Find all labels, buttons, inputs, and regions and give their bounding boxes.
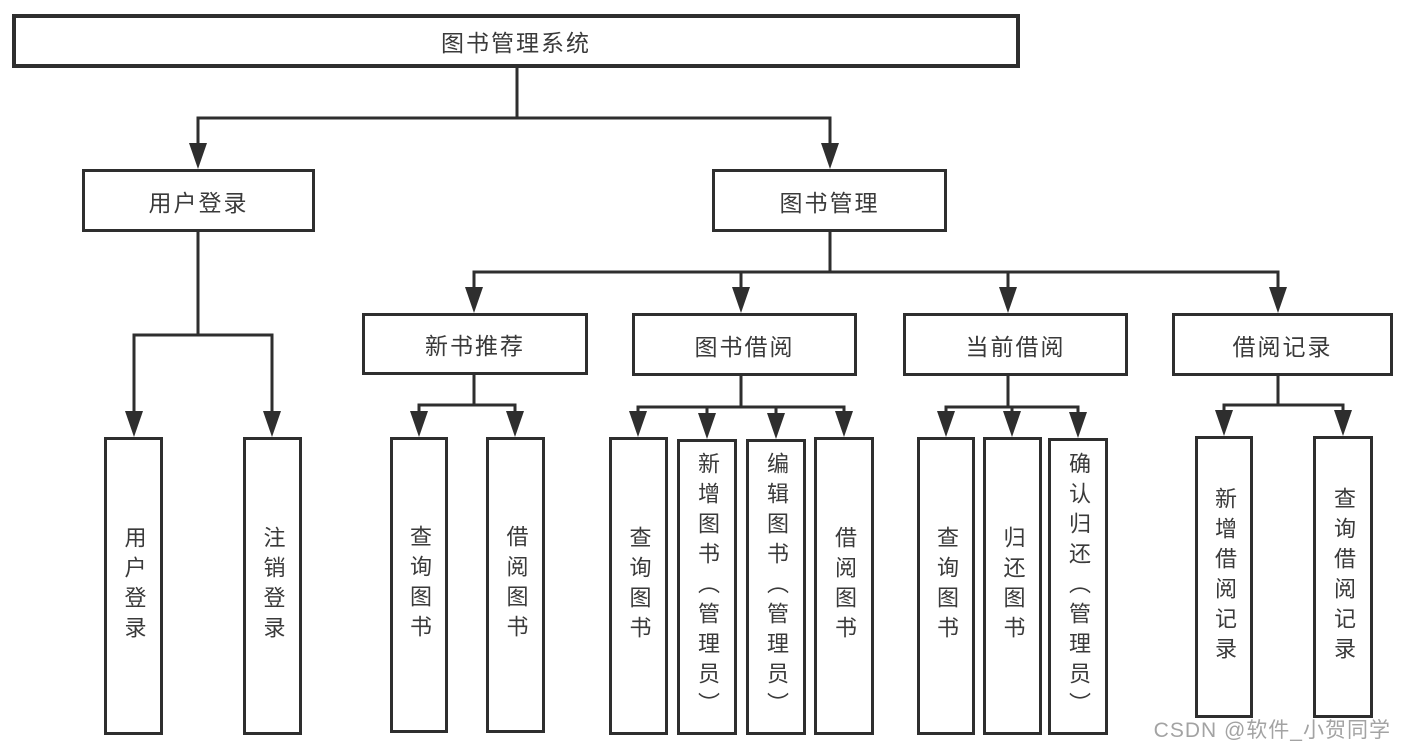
node-label: 归还图书 bbox=[1000, 526, 1026, 646]
node-label: 查询图书 bbox=[934, 526, 959, 646]
leaf-logout: 注销登录 bbox=[243, 437, 302, 735]
leaf-edit-book-admin: 编辑图书（管理员） bbox=[746, 439, 806, 735]
node-book-mgmt: 图书管理 bbox=[712, 169, 947, 232]
leaf-add-borrow-record: 新增借阅记录 bbox=[1195, 436, 1253, 718]
connector-current-borrow-to-leaves bbox=[937, 374, 1087, 438]
node-label: 用户登录 bbox=[121, 526, 147, 646]
node-label: 新增图书（管理员） bbox=[695, 452, 720, 722]
leaf-user-login: 用户登录 bbox=[104, 437, 163, 735]
node-label: 借阅图书 bbox=[832, 526, 857, 646]
node-label: 用户登录 bbox=[148, 189, 249, 216]
node-book-borrow: 图书借阅 bbox=[632, 313, 857, 376]
node-label: 编辑图书（管理员） bbox=[764, 452, 789, 722]
leaf-add-book-admin: 新增图书（管理员） bbox=[677, 439, 737, 735]
node-label: 图书借阅 bbox=[694, 333, 795, 360]
node-borrow-records: 借阅记录 bbox=[1172, 313, 1393, 376]
watermark: CSDN @软件_小贺同学 bbox=[1153, 719, 1391, 742]
node-label: 查询借阅记录 bbox=[1331, 487, 1356, 667]
leaf-query-books-borrow: 查询图书 bbox=[609, 437, 668, 735]
connector-book-borrow-to-leaves bbox=[629, 374, 853, 439]
node-label: 新书推荐 bbox=[425, 333, 525, 359]
node-new-book-rec: 新书推荐 bbox=[362, 313, 588, 375]
node-label: 确认归还（管理员） bbox=[1066, 451, 1091, 722]
connector-root-to-level2 bbox=[189, 66, 839, 169]
connector-new-book-to-leaves bbox=[410, 373, 524, 437]
node-label: 注销登录 bbox=[260, 526, 286, 646]
node-label: 借阅图书 bbox=[503, 525, 529, 645]
leaf-query-borrow-record: 查询借阅记录 bbox=[1313, 436, 1373, 718]
node-label: 查询图书 bbox=[626, 526, 652, 646]
connector-borrow-records-to-leaves bbox=[1215, 374, 1352, 436]
node-label: 图书管理系统 bbox=[441, 30, 591, 56]
node-root: 图书管理系统 bbox=[12, 14, 1020, 68]
leaf-query-books-current: 查询图书 bbox=[917, 437, 975, 735]
connector-book-mgmt-to-level3 bbox=[465, 230, 1287, 313]
node-label: 查询图书 bbox=[407, 525, 432, 645]
node-label: 新增借阅记录 bbox=[1212, 487, 1237, 667]
node-current-borrow: 当前借阅 bbox=[903, 313, 1128, 376]
node-label: 借阅记录 bbox=[1232, 333, 1333, 360]
node-label: 图书管理 bbox=[779, 189, 880, 216]
leaf-confirm-return-admin: 确认归还（管理员） bbox=[1048, 438, 1108, 735]
leaf-return-book: 归还图书 bbox=[983, 437, 1042, 735]
leaf-query-books-newrec: 查询图书 bbox=[390, 437, 448, 733]
node-label: 当前借阅 bbox=[965, 333, 1066, 360]
connector-user-login-to-leaves bbox=[125, 230, 281, 437]
leaf-borrow-books-newrec: 借阅图书 bbox=[486, 437, 545, 733]
leaf-borrow-books-borrow: 借阅图书 bbox=[814, 437, 874, 735]
node-user-login-group: 用户登录 bbox=[82, 169, 315, 232]
